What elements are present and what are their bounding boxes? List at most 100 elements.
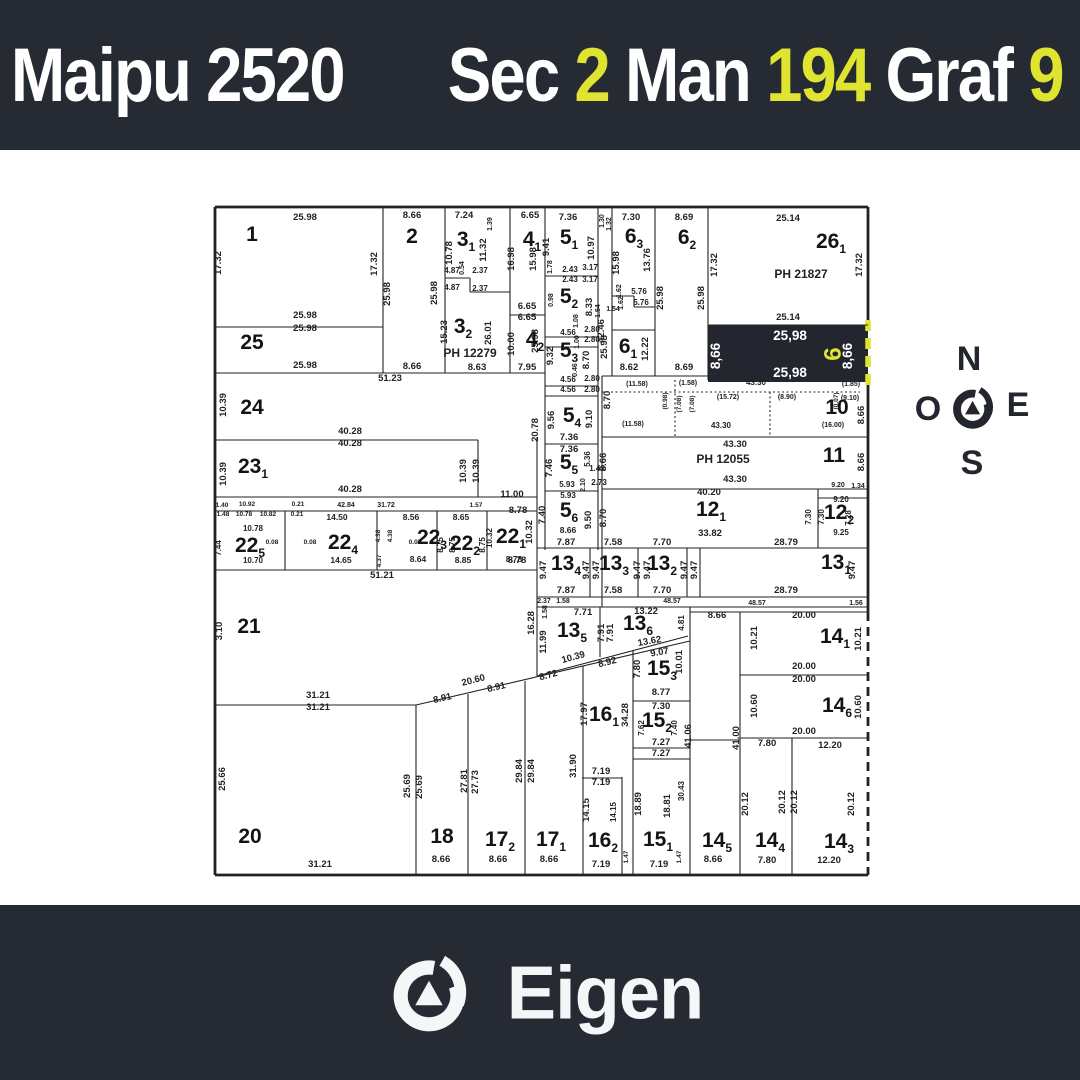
parcel-label: 20 (238, 825, 261, 848)
dim-label: 26.01 (483, 320, 494, 344)
dim-label: 25.98 (382, 282, 393, 306)
dim-label: 42.84 (337, 502, 355, 509)
dim-label: (16.00) (822, 422, 844, 429)
dim-label: 20.00 (792, 726, 816, 737)
dim-label: 20.00 (792, 661, 816, 672)
dim-label: 34.28 (620, 703, 631, 727)
dim-label: 9.47 (591, 561, 602, 580)
dim-label: 13.22 (634, 606, 658, 617)
dim-label: 20.12 (789, 790, 800, 814)
dim-label: 25.98 (696, 286, 707, 310)
dim-label: 1.43 (589, 464, 605, 473)
dim-label: 43.30 (723, 439, 747, 450)
dim-label: 1.47 (623, 850, 630, 863)
dim-label: 7.30 (817, 509, 826, 525)
dim-label: 1.39 (487, 217, 494, 231)
cadastral-title: Sec 2 Man 194 Graf 9 (448, 31, 1065, 118)
dim-label: 4.56 (560, 385, 576, 394)
dim-label: 9.47 (581, 561, 592, 580)
dim-label: 8.70 (602, 391, 613, 410)
dim-label: 29.84 (526, 758, 537, 782)
dim-label: 2.80 (584, 385, 600, 394)
dim-label: 10.60 (853, 695, 864, 719)
dim-label: 8.91 (486, 680, 507, 695)
dim-label: 0.08 (304, 539, 317, 546)
highlight-dim-label: 25,98 (773, 328, 807, 343)
dim-label: (0.98) (662, 393, 669, 410)
dim-label: 7.46 (544, 459, 555, 478)
highlight-parcel-number: 9 (818, 347, 845, 360)
dim-label: 7.58 (604, 585, 623, 596)
dim-label: 25.98 (599, 335, 610, 359)
dim-label: 14.50 (326, 512, 348, 522)
dim-label: 2.80 (584, 335, 600, 344)
dim-label: 10.70 (243, 556, 264, 565)
parcel-label: 25 (240, 331, 264, 354)
dim-label: 43.30 (711, 421, 732, 430)
dim-label: 25.98 (293, 212, 317, 223)
dim-label: 2.10 (580, 478, 587, 492)
dim-label: 8.70 (581, 351, 592, 370)
dim-label: 10.21 (853, 626, 864, 650)
dim-label: 7.80 (758, 738, 777, 749)
dim-label: 4.87 (444, 266, 460, 275)
dim-label: 2.80 (584, 374, 600, 383)
dim-label: 13.62 (637, 634, 662, 649)
dim-label: 28.79 (774, 585, 798, 596)
dim-label: 12.20 (817, 855, 841, 866)
dim-label: (0.07) (833, 393, 840, 410)
dim-label: 20.00 (792, 610, 816, 621)
dim-label: 7.36 (559, 212, 578, 223)
dim-label: 1.40 (216, 502, 229, 509)
dim-label: 2.37 (472, 266, 488, 275)
dim-label: 8.72 (538, 668, 559, 683)
dim-label: 10.01 (674, 649, 685, 673)
dim-label: 7.62 (637, 720, 646, 736)
parcel-label: 162 (588, 829, 618, 855)
dim-label: 7.19 (592, 766, 611, 777)
dim-label: 8.85 (455, 555, 472, 565)
dim-label: 25.98 (293, 360, 317, 371)
dim-label: 4.38 (375, 529, 382, 542)
parcel-label: 42 (526, 328, 545, 354)
dim-label: 18.89 (633, 792, 644, 816)
dim-label: 8.64 (410, 554, 427, 564)
address-title: Maipu 2520 (11, 31, 346, 118)
parcel-label: 134 (551, 552, 581, 578)
dim-label: 10.78 (444, 241, 455, 265)
dim-label: 9.50 (583, 511, 594, 530)
dim-label: PH 21827 (774, 267, 828, 281)
dim-label: 8.66 (856, 406, 867, 425)
dim-label: 8.69 (675, 212, 694, 223)
dim-label: (8.90) (778, 394, 796, 401)
dim-label: 2.73 (591, 478, 607, 487)
dim-label: 7.27 (652, 737, 671, 748)
graf-label: Graf (869, 32, 1029, 118)
compass-logo-icon (953, 387, 994, 429)
dim-label: 1.47 (676, 850, 683, 863)
dim-label: 7.91 (596, 623, 607, 642)
dim-label: 0.98 (548, 293, 555, 307)
dim-label: 7.80 (758, 855, 777, 866)
parcel-label: 54 (563, 404, 582, 430)
dim-label: 11.00 (500, 489, 523, 500)
dim-label: (11.58) (626, 381, 648, 388)
dim-label: 7.30 (652, 701, 671, 712)
dim-label: 10.78 (236, 511, 253, 518)
dim-label: 10.39 (218, 462, 229, 486)
compass-north-label: N (957, 340, 982, 378)
dim-label: 2.37 (472, 284, 488, 293)
dim-label: 3.17 (582, 275, 598, 284)
parcel-label: 222 (450, 532, 480, 558)
dim-label: 7.70 (653, 585, 672, 596)
parcel-label: 224 (328, 531, 358, 557)
dim-label: 40.28 (338, 438, 362, 449)
dim-label: 5.93 (559, 480, 575, 489)
dim-label: (15.72) (717, 394, 739, 401)
dim-label: 25.69 (414, 775, 425, 799)
dim-label: (7.08) (676, 396, 683, 413)
parcel-label: 135 (557, 619, 587, 645)
parcel-label: 143 (824, 830, 854, 856)
dim-label: 9.47 (632, 561, 643, 580)
